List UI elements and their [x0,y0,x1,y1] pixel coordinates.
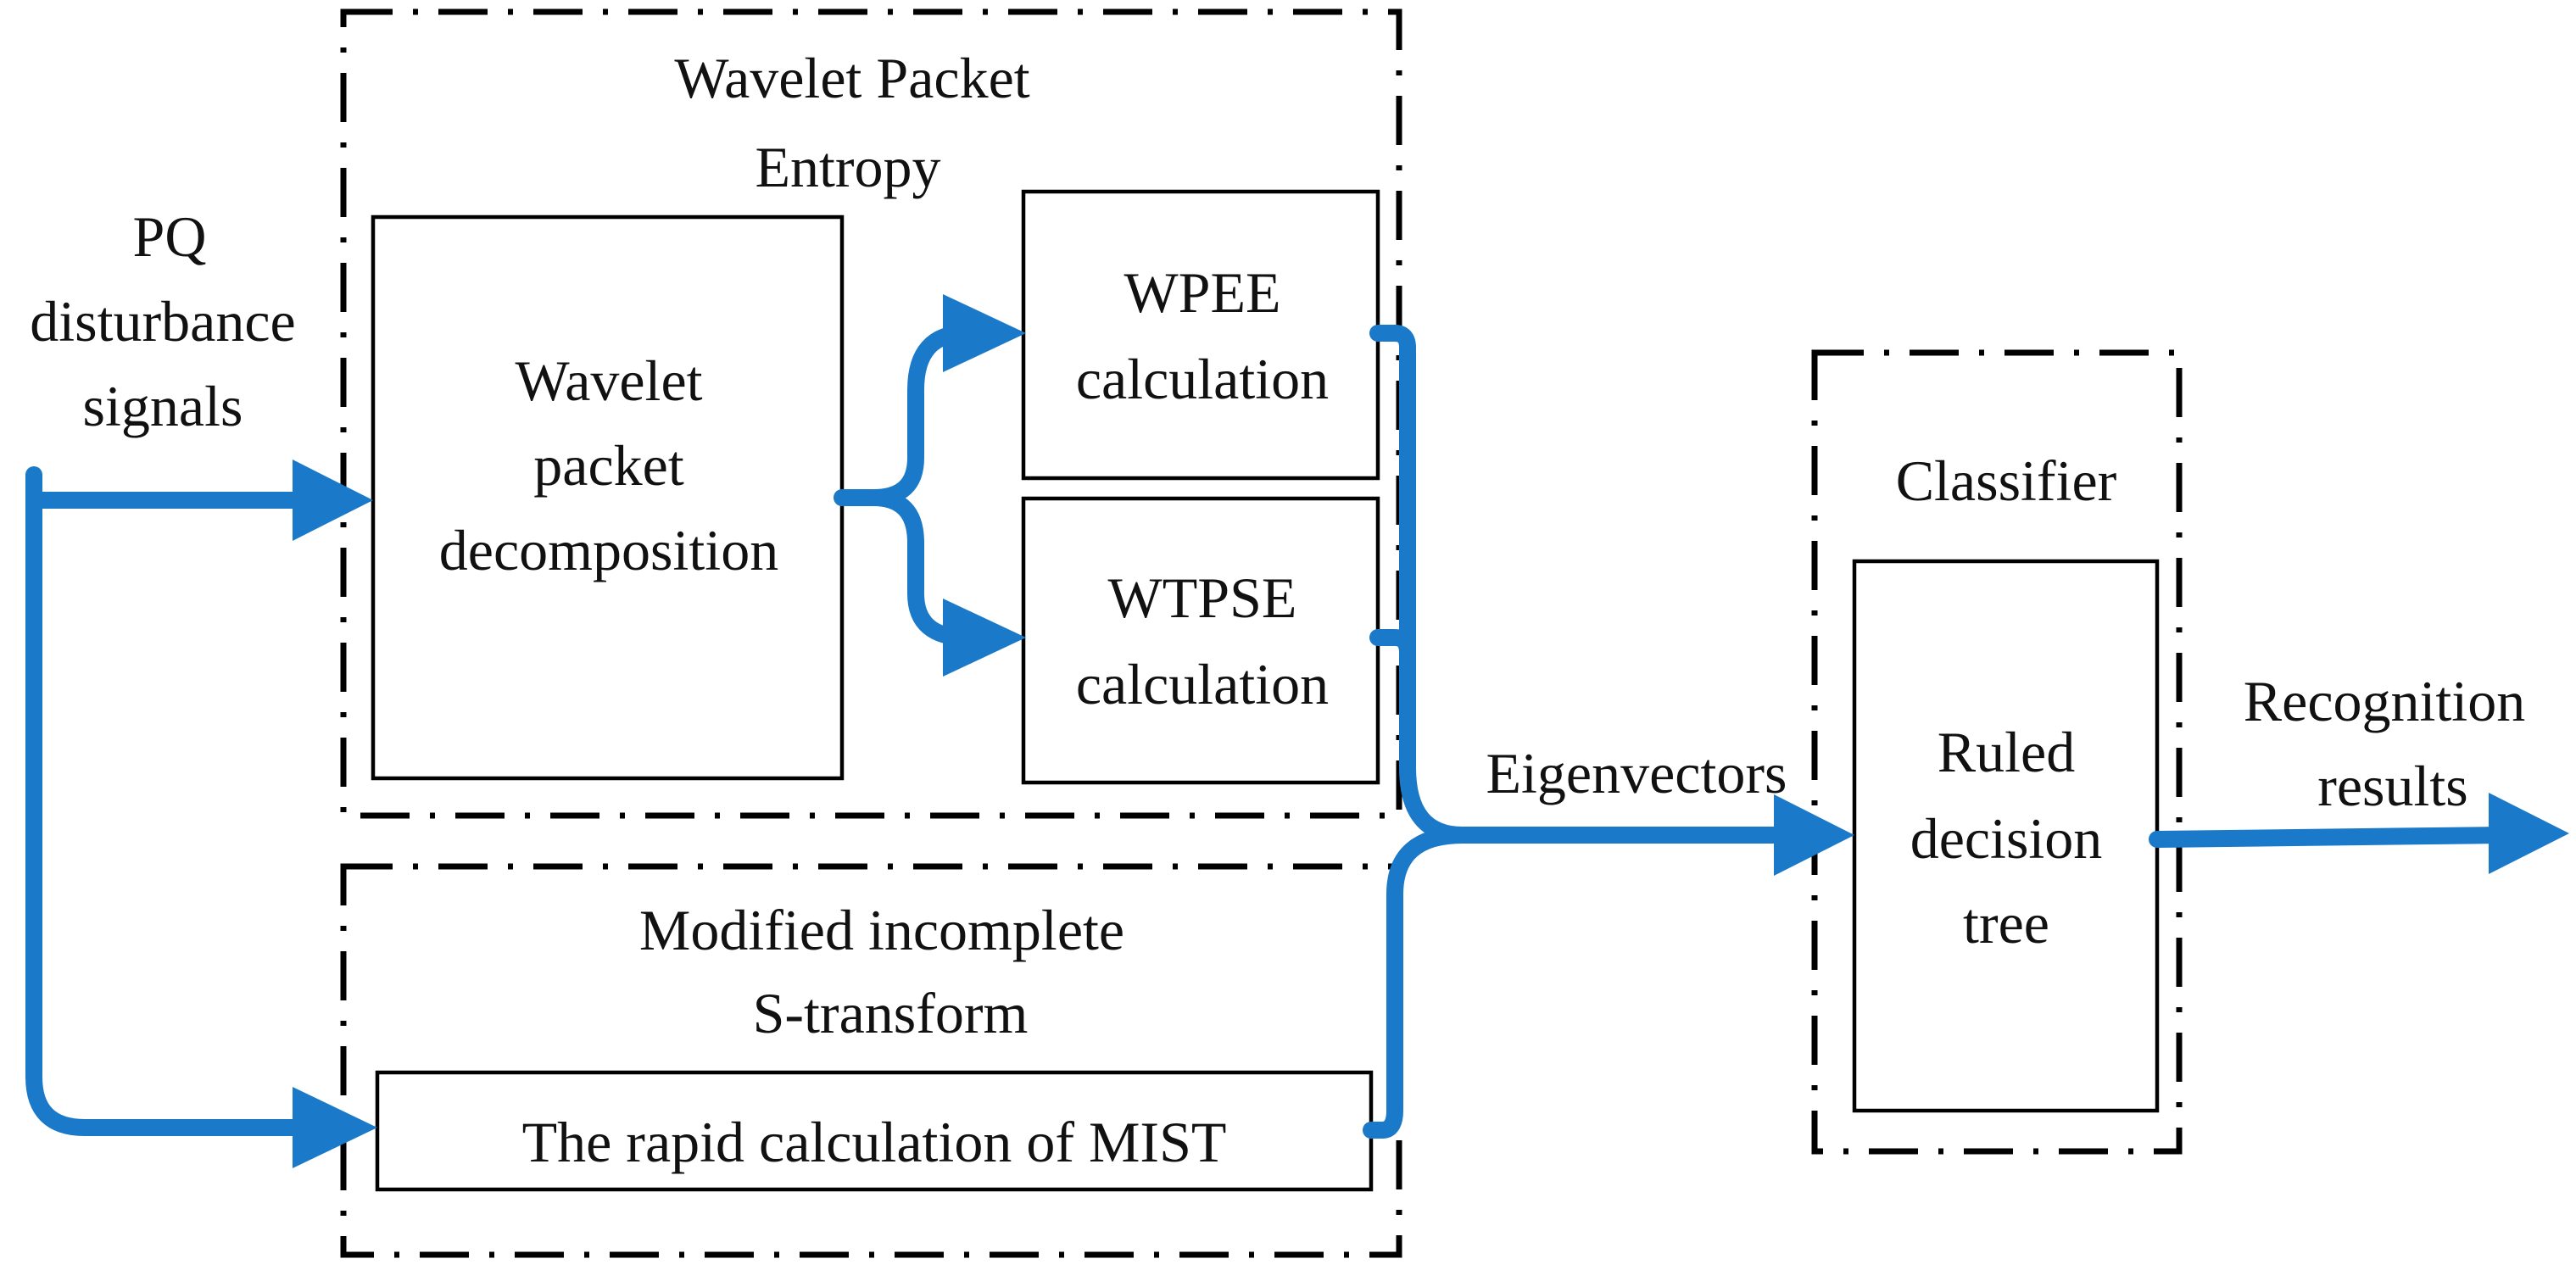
output-line-1: Recognition [2244,669,2525,733]
modified-incomplete-s-transform-title: Modified incomplete S-transform [639,898,1124,1045]
wpd-line-3: decomposition [439,518,778,582]
output-line-2: results [2317,754,2468,818]
tree-line-3: tree [1963,891,2049,955]
wpee-line-2: calculation [1076,347,1329,411]
tree-line-2: decision [1910,806,2103,871]
wpe-title-line-2: Entropy [755,135,940,199]
wavelet-packet-decomposition-box [371,214,845,781]
wtpse-output-flow [1369,629,1416,661]
arrow-head-to-wpee [943,294,1026,372]
tree-line-1: Ruled [1938,720,2075,784]
wtpse-calculation-box [1021,496,1380,785]
input-label-line-3: signals [83,374,243,438]
arrow-head-to-decomposition [293,460,373,541]
mist-title-line-1: Modified incomplete [639,898,1124,962]
wtpse-line-2: calculation [1076,652,1329,716]
input-label: PQ disturbance signals [30,204,295,438]
arrow-head-to-results [2489,793,2569,874]
mist-title-line-2: S-transform [753,981,1029,1045]
wavelet-packet-entropy-title: Wavelet Packet Entropy [674,46,1029,199]
output-label: Recognition results [2244,669,2525,818]
split-flow [834,325,992,646]
arrow-head-to-mist [293,1087,377,1168]
arrow-head-to-classifier [1774,794,1854,876]
ruled-decision-tree-label: Ruled decision tree [1910,720,2103,955]
wavelet-packet-decomposition-label: Wavelet packet decomposition [439,348,778,582]
wtpse-calculation-label: WTPSE calculation [1076,565,1329,716]
wpd-line-2: packet [533,433,684,498]
output-flow [2149,827,2510,848]
input-signal-flow [25,466,314,1136]
wpd-line-1: Wavelet [515,348,702,413]
classifier-group [1811,349,2183,1155]
eigenvectors-label: Eigenvectors [1486,741,1787,805]
wpe-title-line-1: Wavelet Packet [674,46,1029,110]
mist-output-flow [1363,827,1471,1139]
input-label-line-1: PQ [133,204,207,269]
wpee-calculation-box [1021,189,1380,481]
wpee-output-flow [1369,325,1471,844]
ruled-decision-tree-box [1852,559,2160,1113]
rapid-mist-calculation-label: The rapid calculation of MIST [522,1110,1227,1174]
rapid-mist-calculation-box [375,1070,1374,1192]
input-label-line-2: disturbance [30,289,295,354]
wtpse-line-1: WTPSE [1108,565,1297,630]
classifier-title: Classifier [1896,448,2117,513]
flow-arrows [25,294,2569,1168]
wpee-line-1: WPEE [1124,260,1280,325]
arrow-head-to-wtpse [943,599,1026,677]
wpee-calculation-label: WPEE calculation [1076,260,1329,411]
